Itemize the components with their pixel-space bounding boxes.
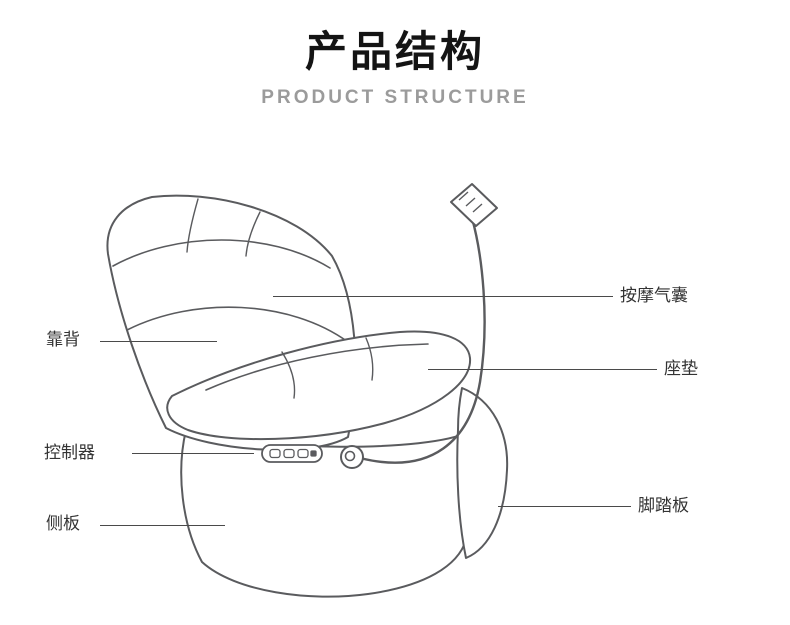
label-backrest: 靠背: [46, 330, 80, 349]
backrest-seam: [112, 239, 331, 269]
label-massage-airbag: 按摩气囊: [620, 286, 688, 305]
seat-seam: [205, 343, 429, 391]
control-panel: [261, 444, 364, 469]
page-subtitle: PRODUCT STRUCTURE: [261, 87, 529, 108]
label-seat-cushion: 座垫: [664, 359, 698, 378]
side-panel-outline: [180, 429, 471, 598]
leader-line-controller: [132, 453, 254, 454]
remote-cable: [358, 216, 486, 464]
leader-line-massage-airbag: [273, 296, 613, 297]
backrest-seam: [245, 211, 261, 257]
seat-seam: [281, 351, 296, 399]
leader-line-backrest: [100, 341, 217, 342]
remote-control: [450, 183, 498, 227]
leader-line-side-panel: [100, 525, 225, 526]
leader-line-seat-cushion: [428, 369, 657, 370]
label-side-panel: 侧板: [46, 514, 80, 533]
page-title: 产品结构: [304, 28, 485, 75]
label-controller: 控制器: [44, 443, 95, 462]
footrest-outline: [456, 387, 509, 559]
backrest-seam: [126, 306, 349, 343]
recliner-line-drawing: [106, 183, 509, 598]
label-footrest: 脚踏板: [638, 496, 689, 515]
backrest-seam: [186, 198, 199, 253]
seat-seam: [365, 337, 374, 381]
leader-line-footrest: [498, 506, 631, 507]
seat-cushion-outline: [166, 330, 472, 441]
